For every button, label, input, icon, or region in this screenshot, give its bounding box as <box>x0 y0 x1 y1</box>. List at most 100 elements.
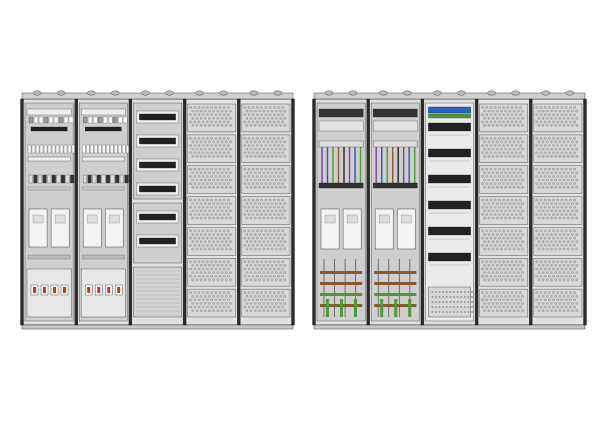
vent-hole <box>245 124 249 127</box>
vent-hole <box>203 178 207 182</box>
vent-hole <box>210 151 213 155</box>
vent-hole <box>500 178 503 182</box>
vent-hole <box>512 147 516 151</box>
vent-hole <box>281 120 284 124</box>
vent-hole <box>493 137 497 140</box>
column-post <box>529 98 533 326</box>
vent-hole <box>495 202 499 206</box>
vent-hole <box>206 144 209 147</box>
vent-hole <box>575 116 579 120</box>
terminal-block <box>39 144 44 154</box>
vent-hole <box>483 178 487 182</box>
terminal-block <box>96 174 101 184</box>
vent-hole <box>189 213 192 216</box>
vent-hole <box>197 106 201 109</box>
vent-hole <box>535 267 539 271</box>
meter-display <box>379 214 390 224</box>
vent-hole <box>489 137 493 140</box>
column-post <box>474 98 479 326</box>
vent-hole <box>495 185 499 189</box>
vent-hole <box>514 229 518 233</box>
vent-hole <box>212 171 216 175</box>
vent-hole <box>260 144 263 147</box>
vent-hole <box>266 247 270 251</box>
vent-hole <box>191 247 195 251</box>
vent-hole <box>218 144 222 147</box>
vent-hole <box>545 216 549 220</box>
vent-hole <box>274 294 278 298</box>
vent-hole <box>264 291 268 294</box>
vent-hole <box>514 175 518 178</box>
vent-hole <box>512 209 516 213</box>
vent-hole <box>251 120 255 124</box>
vent-hole <box>558 278 562 282</box>
vent-hole <box>569 113 572 117</box>
pe-wire <box>354 299 357 317</box>
vent-hole <box>262 247 266 251</box>
vent-hole <box>195 247 199 251</box>
vent-hole <box>481 291 484 294</box>
vent-hole <box>279 155 282 158</box>
vent-hole <box>203 216 207 220</box>
grille-hole <box>449 291 452 293</box>
vent-hole <box>504 171 508 175</box>
vent-hole <box>283 302 287 305</box>
vent-hole <box>212 155 216 158</box>
vent-hole <box>500 216 503 220</box>
vent-hole <box>258 147 261 151</box>
vent-hole <box>191 264 195 267</box>
vent-hole <box>550 140 553 144</box>
vent-hole <box>203 294 207 298</box>
vent-hole <box>216 202 220 206</box>
top-knob <box>165 90 174 96</box>
vent-hole <box>489 167 493 171</box>
vent-hole <box>481 182 484 185</box>
terminal-block <box>31 144 36 154</box>
vent-hole <box>195 302 199 305</box>
vent-hole <box>500 140 503 144</box>
grille-hole <box>435 301 437 303</box>
vent-hole <box>495 264 499 267</box>
vent-hole <box>514 113 518 117</box>
vent-hole <box>543 113 547 117</box>
vent-hole <box>218 243 222 247</box>
vent-hole <box>220 171 224 175</box>
vent-hole <box>508 147 512 151</box>
vent-hole <box>566 278 570 282</box>
vent-hole <box>508 309 512 312</box>
vent-hole <box>256 236 259 240</box>
vent-hole <box>206 113 209 117</box>
vent-hole <box>566 116 570 120</box>
vent-hole <box>268 305 272 309</box>
vent-hole <box>495 233 499 236</box>
vent-cover <box>533 134 583 163</box>
vent-hole <box>573 113 576 117</box>
vent-hole <box>514 298 518 302</box>
vent-hole <box>264 137 268 140</box>
vent-hole <box>510 260 514 264</box>
vent-hole <box>573 213 576 216</box>
vent-hole <box>514 305 518 309</box>
vent-hole <box>193 151 197 155</box>
vent-hole <box>491 147 495 151</box>
grille-hole <box>467 296 470 298</box>
vent-hole <box>504 185 508 189</box>
vent-hole <box>489 113 493 117</box>
vent-hole <box>199 140 203 144</box>
terminal-block <box>42 174 47 184</box>
vent-hole <box>537 233 541 236</box>
vent-hole <box>510 291 514 294</box>
vent-hole <box>491 171 495 175</box>
vent-hole <box>481 243 484 247</box>
vent-hole <box>201 205 205 209</box>
vent-hole <box>191 294 195 298</box>
vent-hole <box>514 198 518 202</box>
vent-hole <box>281 175 284 178</box>
grille-hole <box>435 291 437 293</box>
vent-hole <box>268 243 272 247</box>
vent-hole <box>495 147 499 151</box>
vent-hole <box>556 236 560 240</box>
vent-cover <box>479 227 529 256</box>
vent-hole <box>521 147 524 151</box>
vent-hole <box>560 120 564 124</box>
